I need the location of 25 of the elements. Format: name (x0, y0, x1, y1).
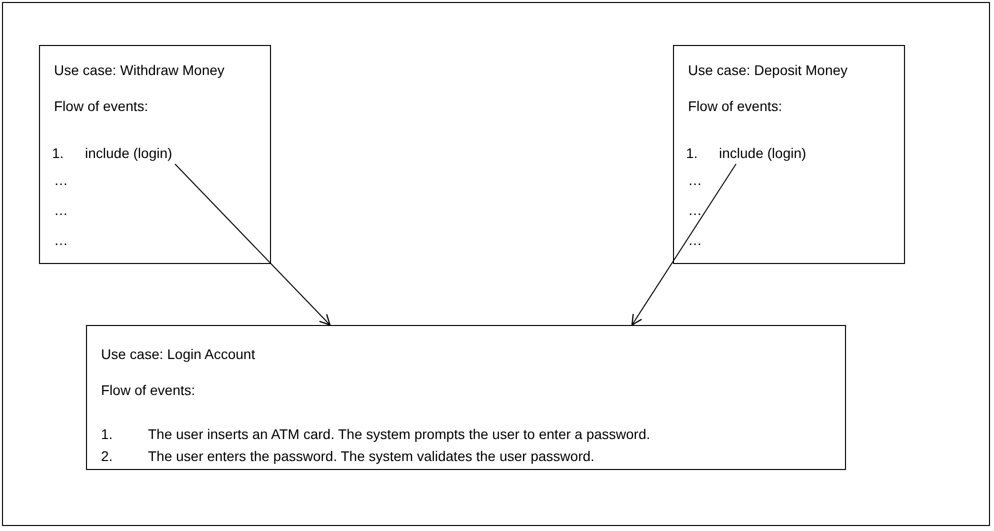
step-number: 1. (52, 145, 64, 161)
use-case-title: Use case: Withdraw Money (54, 62, 224, 78)
arrow (631, 164, 736, 326)
ellipsis: … (688, 232, 702, 248)
step-number: 1. (101, 426, 113, 442)
use-case-title: Use case: Deposit Money (688, 62, 848, 78)
step-number: 2. (101, 448, 113, 464)
use-case-title: Use case: Login Account (101, 346, 256, 362)
arrow (174, 164, 331, 326)
section-heading: Flow of events: (688, 98, 782, 114)
section-heading: Flow of events: (101, 382, 196, 398)
use-case-box (39, 45, 271, 264)
section-heading: Flow of events: (54, 98, 148, 114)
step-text: include (login) (719, 145, 806, 161)
step-text: The user inserts an ATM card. The system prompts the user to enter a password. (148, 426, 650, 442)
use-case-box (86, 325, 846, 470)
step-text: include (login) (85, 145, 172, 161)
use-case-box (673, 45, 905, 264)
ellipsis: … (54, 172, 68, 188)
step-text: The user enters the password. The system validates the user password. (148, 448, 594, 464)
step-number: 1. (686, 145, 698, 161)
ellipsis: … (54, 202, 68, 218)
ellipsis: … (54, 232, 68, 248)
ellipsis: … (688, 202, 702, 218)
ellipsis: … (688, 172, 702, 188)
